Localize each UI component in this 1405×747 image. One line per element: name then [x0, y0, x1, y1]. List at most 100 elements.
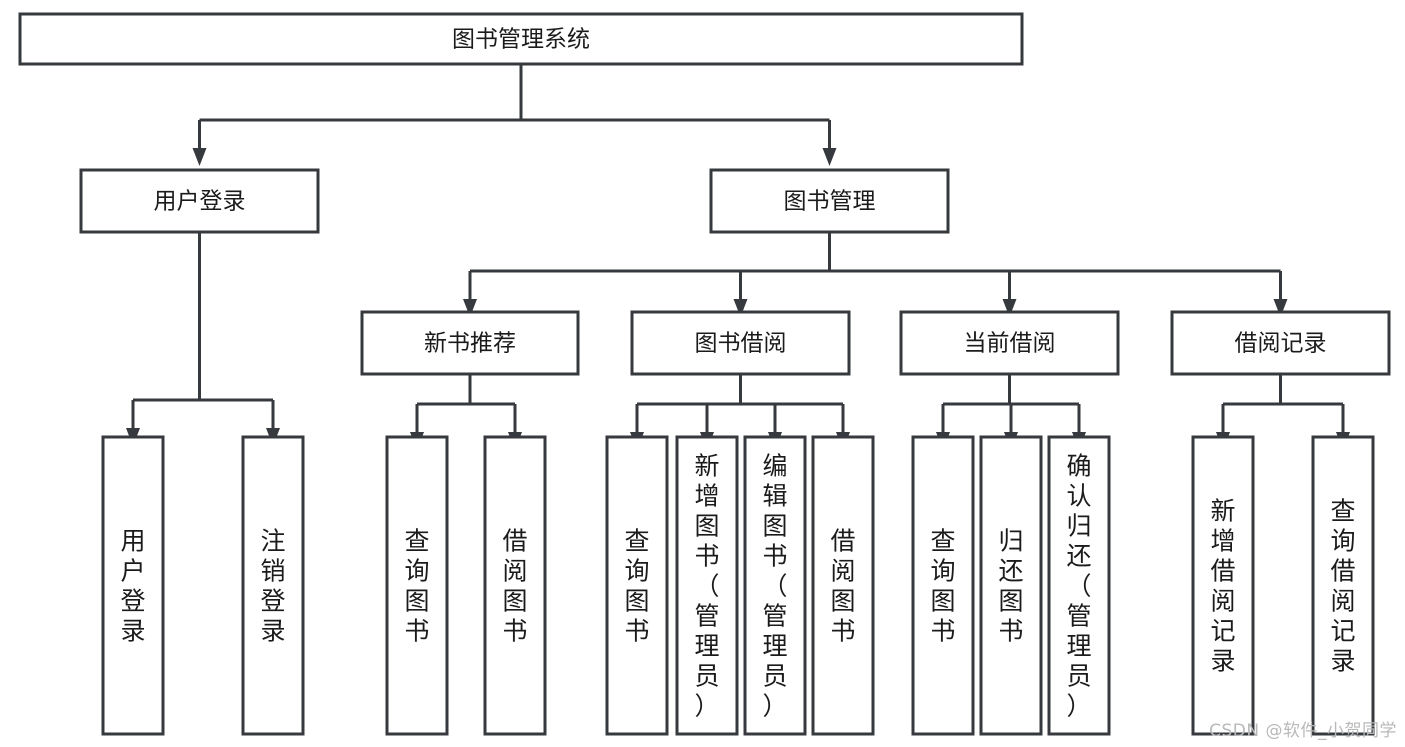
node-level3-借阅记录[interactable]: 借阅记录 [1170, 310, 1391, 376]
node-label-char: 书 [624, 617, 649, 646]
node-label-char: 用 [120, 527, 145, 556]
node-label-char: ） [762, 692, 787, 721]
node-label-char: 辑 [762, 482, 787, 511]
node-root-图书管理系统[interactable]: 图书管理系统 [18, 12, 1024, 66]
node-label-char: 确 [1066, 452, 1091, 481]
node-label-char: 理 [694, 632, 719, 661]
node-label-char: 记 [1210, 617, 1235, 646]
node-level3-图书借阅[interactable]: 图书借阅 [630, 310, 851, 376]
node-box[interactable] [709, 168, 950, 234]
node-level2-图书管理[interactable]: 图书管理 [709, 168, 950, 234]
node-label-char: 归 [998, 527, 1023, 556]
node-box[interactable] [899, 310, 1120, 376]
node-box[interactable] [241, 435, 305, 736]
node-label-char: 员 [694, 662, 719, 691]
node-label-char: 认 [1066, 482, 1091, 511]
node-label-char: ） [694, 692, 719, 721]
node-label-char: 借 [830, 527, 855, 556]
node-leaf-用户登录-用户登录[interactable]: 用户登录 [101, 435, 165, 736]
node-label-char: 书 [502, 617, 527, 646]
node-label-char: 阅 [502, 557, 527, 586]
node-box[interactable] [811, 435, 875, 736]
node-label: 图书管理系统 [452, 27, 590, 53]
node-box[interactable] [630, 310, 851, 376]
node-label-char: 还 [998, 557, 1023, 586]
node-label-char: 员 [1066, 662, 1091, 691]
node-label-char: 注 [260, 527, 285, 556]
node-label-char: 记 [1330, 617, 1355, 646]
node-label-char: 书 [694, 542, 719, 571]
node-label-char: 归 [1066, 512, 1091, 541]
node-box[interactable] [385, 435, 449, 736]
node-label-char: 理 [762, 632, 787, 661]
node-label-char: 销 [260, 557, 285, 586]
node-label-char: 录 [120, 617, 145, 646]
node-label-char: 书 [404, 617, 429, 646]
node-box[interactable] [1191, 435, 1255, 736]
node-label-char: 询 [1330, 527, 1355, 556]
node-box[interactable] [1047, 435, 1111, 736]
node-label-char: 查 [404, 527, 429, 556]
node-box[interactable] [79, 168, 320, 234]
node-label-char: （ [1066, 572, 1091, 601]
node-label-char: 图 [624, 587, 649, 616]
node-box[interactable] [360, 310, 580, 376]
node-box[interactable] [675, 435, 739, 736]
node-label: 图书借阅 [695, 331, 787, 357]
node-label-char: 管 [694, 602, 719, 631]
node-box[interactable] [605, 435, 669, 736]
node-label-char: 查 [1330, 497, 1355, 526]
node-level2-用户登录[interactable]: 用户登录 [79, 168, 320, 234]
node-label-char: 新 [694, 452, 719, 481]
node-level3-当前借阅[interactable]: 当前借阅 [899, 310, 1120, 376]
node-box[interactable] [979, 435, 1043, 736]
node-level3-新书推荐[interactable]: 新书推荐 [360, 310, 580, 376]
node-label-char: 书 [998, 617, 1023, 646]
arrow-head-icon [822, 148, 837, 166]
node-label: 图书管理 [784, 189, 876, 215]
node-label-char: 书 [930, 617, 955, 646]
node-label-char: 图 [830, 587, 855, 616]
node-box[interactable] [1311, 435, 1375, 736]
node-label-char: 阅 [1210, 587, 1235, 616]
node-label-char: 书 [830, 617, 855, 646]
node-label-char: 查 [624, 527, 649, 556]
node-box[interactable] [101, 435, 165, 736]
node-label: 用户登录 [154, 189, 246, 215]
node-label-char: （ [694, 572, 719, 601]
node-box[interactable] [911, 435, 975, 736]
edges-layer [126, 64, 1350, 450]
node-box[interactable] [1170, 310, 1391, 376]
node-label-char: 借 [1330, 557, 1355, 586]
node-label-char: 还 [1066, 542, 1091, 571]
node-label-char: 阅 [830, 557, 855, 586]
arrow-head-icon [733, 299, 748, 317]
node-box[interactable] [18, 12, 1024, 66]
node-label-char: 询 [404, 557, 429, 586]
node-box[interactable] [743, 435, 807, 736]
arrow-head-icon [1002, 299, 1017, 317]
node-label-char: 图 [404, 587, 429, 616]
node-label-char: 登 [260, 587, 285, 616]
nodes-layer: 图书管理系统用户登录图书管理新书推荐图书借阅当前借阅借阅记录用户登录注销登录查询… [18, 12, 1391, 736]
node-label-char: 借 [502, 527, 527, 556]
node-box[interactable] [483, 435, 547, 736]
node-label-char: 借 [1210, 557, 1235, 586]
node-label: 当前借阅 [964, 331, 1056, 357]
node-label: 新书推荐 [424, 331, 516, 357]
node-label-char: （ [762, 572, 787, 601]
